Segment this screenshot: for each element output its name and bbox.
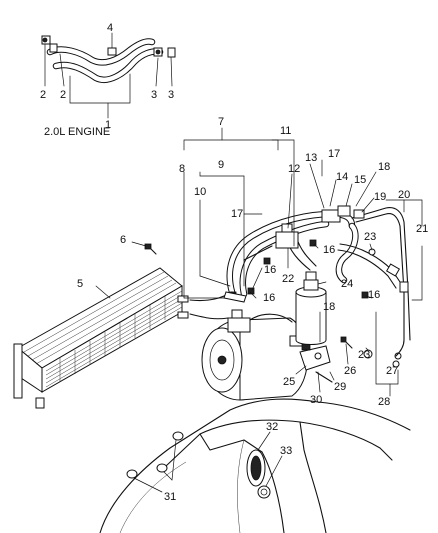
callout-labels: 4 2 2 3 3 1 7 11 8 9 12 13 17 18 14 15 1…	[40, 22, 428, 503]
leader-lines	[95, 127, 423, 493]
callout-22: 22	[282, 273, 294, 285]
callout-18b: 18	[323, 301, 335, 313]
callout-11: 11	[280, 125, 291, 137]
inset-hose-assembly	[41, 32, 176, 119]
callout-20: 20	[398, 189, 410, 201]
callout-8: 8	[179, 163, 185, 175]
compressor-bracket	[299, 343, 333, 383]
engine-caption: 2.0L ENGINE	[44, 126, 110, 138]
callout-5: 5	[77, 278, 83, 290]
callout-33: 33	[280, 445, 292, 457]
callout-19: 19	[374, 191, 386, 203]
callout-17b: 17	[231, 208, 243, 220]
callout-18a: 18	[378, 161, 390, 173]
callout-27: 27	[386, 365, 398, 377]
callout-25: 25	[283, 376, 295, 388]
callout-26: 26	[344, 365, 356, 377]
compressor	[201, 309, 308, 401]
callout-32: 32	[266, 421, 278, 433]
callout-14: 14	[336, 171, 348, 183]
receiver-drier	[295, 271, 327, 345]
callout-7: 7	[218, 116, 224, 128]
callout-6: 6	[120, 234, 126, 246]
callout-23a: 23	[364, 231, 376, 243]
callout-15: 15	[354, 174, 366, 186]
callout-16b: 16	[264, 264, 276, 276]
callout-31: 31	[164, 491, 176, 503]
callout-1: 1	[105, 119, 111, 131]
callout-29: 29	[334, 381, 346, 393]
callout-16a: 16	[323, 244, 335, 256]
callout-4: 4	[107, 22, 113, 34]
callout-28: 28	[378, 396, 390, 408]
callout-12: 12	[288, 163, 300, 175]
body-panel	[99, 398, 411, 533]
callout-13: 13	[305, 152, 317, 164]
callout-9: 9	[218, 159, 224, 171]
bolt-6	[144, 243, 157, 255]
callout-16c: 16	[263, 292, 275, 304]
hose-routing	[189, 205, 411, 368]
callout-16d: 16	[368, 289, 380, 301]
callout-3b: 3	[168, 89, 174, 101]
callout-21: 21	[416, 223, 428, 235]
callout-3a: 3	[151, 89, 157, 101]
callout-2a: 2	[40, 89, 46, 101]
callout-24: 24	[341, 278, 353, 290]
condenser	[13, 267, 189, 409]
callout-17a: 17	[328, 148, 340, 160]
callout-23b: 23	[358, 349, 370, 361]
callout-30: 30	[310, 394, 322, 406]
callout-10: 10	[194, 186, 206, 198]
callout-2b: 2	[60, 89, 66, 101]
